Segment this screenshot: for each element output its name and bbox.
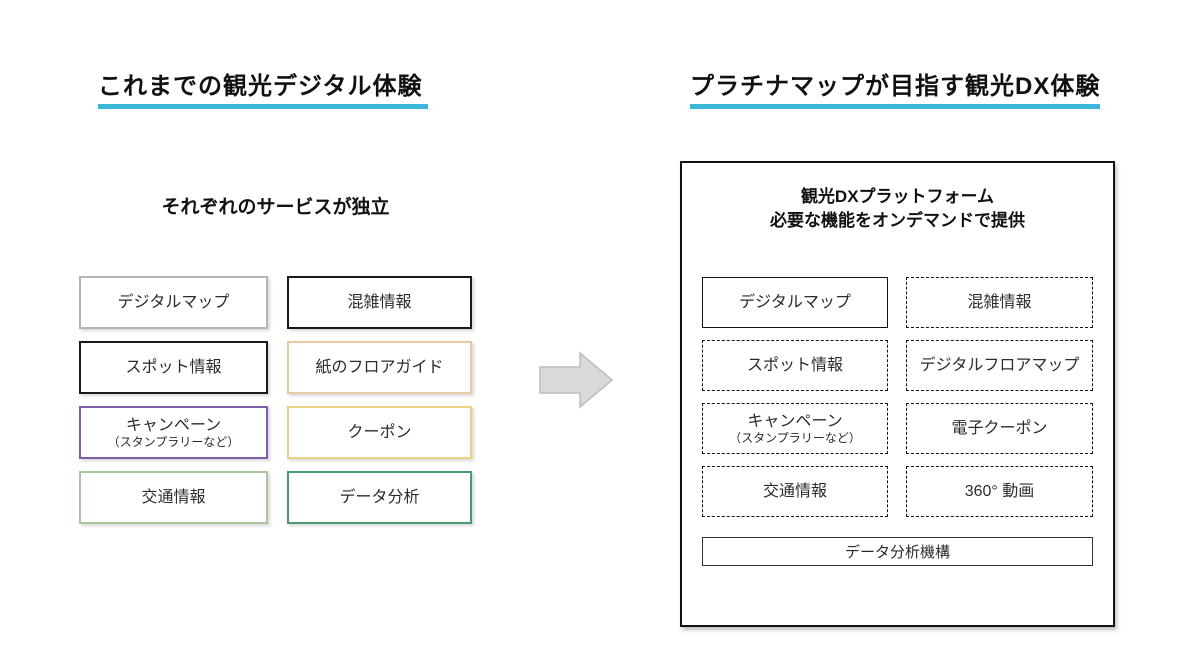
service-box-traffic-info: 交通情報 — [79, 471, 268, 524]
service-box-data-analysis: データ分析 — [287, 471, 472, 524]
feature-box-label: 混雑情報 — [967, 293, 1032, 311]
feature-box-congestion-info: 混雑情報 — [906, 277, 1093, 328]
left-title-underline — [98, 104, 428, 109]
service-box-campaign: キャンペーン （スタンプラリーなど） — [79, 406, 268, 459]
feature-box-label: キャンペーン — [747, 412, 843, 430]
feature-box-e-coupon: 電子クーポン — [906, 403, 1093, 454]
service-box-coupon: クーポン — [287, 406, 472, 459]
right-arrow-icon — [539, 351, 614, 409]
feature-box-campaign: キャンペーン （スタンプラリーなど） — [702, 403, 888, 454]
service-box-label: データ分析 — [339, 488, 420, 506]
legacy-services-grid: デジタルマップ 混雑情報 スポット情報 紙のフロアガイド キャンペーン （スタン… — [79, 276, 472, 524]
feature-box-label: デジタルフロアマップ — [919, 356, 1080, 374]
data-analysis-bar-label: データ分析機構 — [844, 544, 950, 561]
dx-platform-title-line2: 必要な機能をオンデマンドで提供 — [770, 210, 1025, 230]
dx-features-grid: デジタルマップ 混雑情報 スポット情報 デジタルフロアマップ キャンペーン （ス… — [702, 277, 1093, 517]
feature-box-360-video: 360° 動画 — [906, 466, 1093, 517]
feature-box-label: スポット情報 — [746, 356, 843, 374]
feature-box-spot-info: スポット情報 — [702, 340, 888, 391]
service-box-label: キャンペーン — [125, 416, 222, 434]
feature-box-sublabel: （スタンプラリーなど） — [729, 430, 861, 445]
feature-box-traffic-info: 交通情報 — [702, 466, 888, 517]
service-box-label: スポット情報 — [125, 358, 222, 376]
service-box-paper-floor-guide: 紙のフロアガイド — [287, 341, 472, 394]
feature-box-digital-map: デジタルマップ — [702, 277, 888, 328]
feature-box-digital-floor-map: デジタルフロアマップ — [906, 340, 1093, 391]
service-box-spot-info: スポット情報 — [79, 341, 268, 394]
right-section-title: プラチナマップが目指す観光DX体験 — [690, 73, 1101, 100]
service-box-label: クーポン — [347, 423, 412, 441]
service-box-congestion-info: 混雑情報 — [287, 276, 472, 329]
feature-box-label: 交通情報 — [762, 482, 827, 500]
right-arrow-shape — [539, 351, 614, 409]
service-box-label: 交通情報 — [141, 488, 206, 506]
feature-box-label: 電子クーポン — [951, 419, 1048, 437]
service-box-label: 紙のフロアガイド — [315, 358, 444, 376]
service-box-label: 混雑情報 — [347, 293, 412, 311]
service-box-digital-map: デジタルマップ — [79, 276, 268, 329]
data-analysis-bar: データ分析機構 — [702, 537, 1093, 566]
feature-box-label: デジタルマップ — [739, 293, 851, 311]
feature-box-label: 360° 動画 — [964, 482, 1035, 500]
dx-platform-title-line1: 観光DXプラットフォーム — [800, 187, 995, 206]
dx-platform-header: 観光DXプラットフォーム 必要な機能をオンデマンドで提供 — [682, 185, 1113, 233]
right-title-underline — [690, 104, 1100, 109]
service-box-sublabel: （スタンプラリーなど） — [107, 434, 240, 449]
service-box-label: デジタルマップ — [117, 293, 230, 311]
left-subtitle: それぞれのサービスが独立 — [161, 197, 390, 218]
dx-platform-panel: 観光DXプラットフォーム 必要な機能をオンデマンドで提供 デジタルマップ 混雑情… — [680, 161, 1115, 627]
left-section-title: これまでの観光デジタル体験 — [98, 73, 423, 100]
